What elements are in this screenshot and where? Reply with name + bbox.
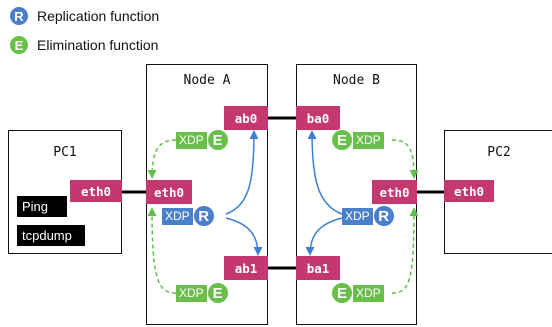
replication-badge-icon: R xyxy=(372,205,395,227)
node-a-replication-down-arrow xyxy=(225,217,263,256)
node-b-eth0-interface[interactable]: eth0 xyxy=(372,180,417,204)
pc2-eth0-interface[interactable]: eth0 xyxy=(444,180,494,202)
node-a-eth0-interface[interactable]: eth0 xyxy=(146,180,192,204)
legend-elimination-label: Elimination function xyxy=(37,37,159,53)
xdp-tag: XDP xyxy=(176,131,207,149)
elimination-badge-icon: E xyxy=(206,129,229,151)
node-a-xdp-replication: XDP R xyxy=(162,205,215,227)
node-a-ab0-interface[interactable]: ab0 xyxy=(224,106,268,130)
node-a-xdp-elimination-top: XDP E xyxy=(176,129,229,151)
node-b-title: Node B xyxy=(333,73,380,88)
node-b-xdp-elimination-top: E XDP xyxy=(331,129,384,151)
node-b-xdp-replication: XDP R xyxy=(342,205,395,227)
node-a-elimination-top-arrow xyxy=(147,139,177,179)
pc2-box: PC2 xyxy=(444,130,552,254)
pc1-title: PC1 xyxy=(53,145,77,160)
node-b-replication-down-arrow xyxy=(305,217,343,256)
legend-replication: R Replication function xyxy=(10,7,159,25)
legend-replication-label: Replication function xyxy=(37,8,160,24)
xdp-tag: XDP xyxy=(342,207,373,225)
node-b-ba0-interface[interactable]: ba0 xyxy=(296,106,340,130)
node-b-ba1-interface[interactable]: ba1 xyxy=(296,256,340,280)
replication-badge-icon: R xyxy=(192,205,215,227)
tcpdump-label: tcpdump xyxy=(17,225,85,246)
node-a-title: Node A xyxy=(183,73,231,88)
replication-badge-icon: R xyxy=(10,7,28,25)
xdp-tag: XDP xyxy=(162,207,193,225)
node-b-elimination-top-arrow xyxy=(391,139,419,179)
elimination-badge-icon: E xyxy=(331,282,353,304)
node-a-xdp-elimination-bottom: XDP E xyxy=(176,282,229,304)
elimination-badge-icon: E xyxy=(10,36,28,54)
legend-elimination: E Elimination function xyxy=(10,36,158,54)
node-b-elimination-bottom-arrow xyxy=(391,207,419,294)
elimination-badge-icon: E xyxy=(206,282,229,304)
elimination-badge-icon: E xyxy=(331,129,353,151)
node-a-replication-up-arrow xyxy=(225,130,259,215)
xdp-tag: XDP xyxy=(353,284,384,302)
xdp-tag: XDP xyxy=(176,284,207,302)
ping-label: Ping xyxy=(17,196,67,217)
pc2-title: PC2 xyxy=(487,145,511,160)
node-a-ab1-interface[interactable]: ab1 xyxy=(224,256,268,280)
node-b-xdp-elimination-bottom: E XDP xyxy=(331,282,384,304)
pc1-eth0-interface[interactable]: eth0 xyxy=(70,180,122,202)
xdp-tag: XDP xyxy=(353,131,384,149)
node-b-replication-up-arrow xyxy=(307,130,343,215)
